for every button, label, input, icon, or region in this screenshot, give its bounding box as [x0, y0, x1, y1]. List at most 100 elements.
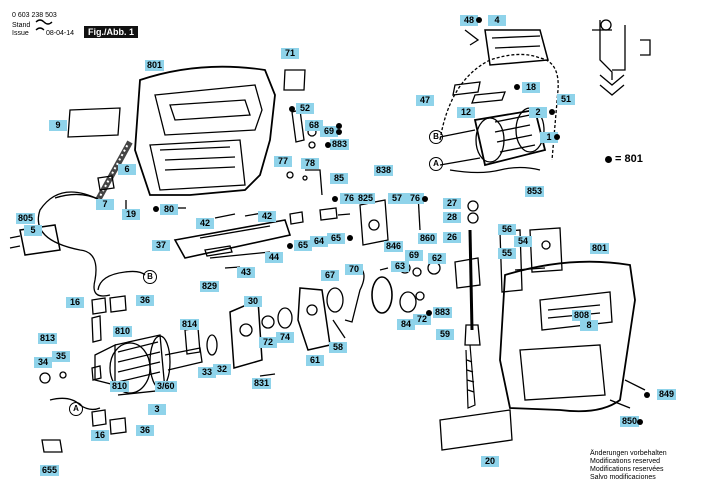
modification-notes: Änderungen vorbehalten Modifications res…	[590, 450, 667, 481]
part-label: 849	[657, 389, 677, 400]
part-label: 44	[265, 252, 283, 263]
legend-text: = 801	[615, 153, 643, 165]
legend: = 801	[605, 153, 643, 165]
marker-dot	[549, 109, 555, 115]
issue-label: Issue	[12, 30, 29, 37]
callout-b-top: B	[429, 130, 443, 144]
part-label: 831	[252, 378, 272, 389]
part-label: 814	[180, 319, 200, 330]
part-label: 36	[136, 295, 154, 306]
part-label: 54	[514, 236, 532, 247]
part-label: 27	[443, 198, 461, 209]
part-label: 67	[321, 270, 339, 281]
part-label: 43	[237, 267, 255, 278]
part-label: 42	[258, 211, 276, 222]
part-label: 37	[152, 240, 170, 251]
marker-dot	[637, 419, 643, 425]
part-label: 84	[397, 319, 415, 330]
part-label: 810	[110, 381, 130, 392]
part-label: 68	[305, 120, 323, 131]
part-label: 7	[96, 199, 114, 210]
marker-dot	[325, 142, 331, 148]
part-label: 20	[481, 456, 499, 467]
stand-label: Stand	[12, 22, 31, 29]
part-label: 4	[488, 15, 506, 26]
part-label: 74	[276, 332, 294, 343]
part-label: 2	[529, 107, 547, 118]
part-label: 42	[196, 218, 214, 229]
part-label: 71	[281, 48, 299, 59]
marker-dot	[153, 206, 159, 212]
marker-dot	[289, 106, 295, 112]
marker-dot	[332, 196, 338, 202]
marker-dot	[554, 134, 560, 140]
part-label: 883	[433, 307, 453, 318]
part-label: 72	[259, 337, 277, 348]
part-label: 26	[443, 232, 461, 243]
part-label: 16	[91, 430, 109, 441]
part-label: 76	[406, 193, 424, 204]
part-label: 36	[136, 425, 154, 436]
part-label: 57	[388, 193, 406, 204]
part-label: 3/60	[155, 381, 177, 392]
part-label: 47	[416, 95, 434, 106]
marker-dot	[287, 243, 293, 249]
marker-dot	[644, 392, 650, 398]
callout-a-left: A	[69, 402, 83, 416]
part-label: 3	[148, 404, 166, 415]
part-label: 51	[557, 94, 575, 105]
part-label: 65	[294, 240, 312, 251]
part-label: 78	[301, 158, 319, 169]
part-label: 34	[34, 357, 52, 368]
marker-dot	[514, 84, 520, 90]
part-label: 33	[198, 367, 216, 378]
part-label: 813	[38, 333, 58, 344]
part-label: 56	[498, 224, 516, 235]
part-label: 72	[413, 314, 431, 325]
part-label: 32	[213, 364, 231, 375]
part-label: 850	[620, 416, 640, 427]
part-label: 18	[522, 82, 540, 93]
part-label: 28	[443, 212, 461, 223]
part-label: 838	[374, 165, 394, 176]
part-label: 61	[306, 355, 324, 366]
part-label: 80	[160, 204, 178, 215]
figure-label: Fig./Abb. 1	[84, 26, 138, 38]
marker-dot	[426, 310, 432, 316]
part-label: 70	[345, 264, 363, 275]
part-label: 655	[40, 465, 60, 476]
legend-dot-icon	[605, 155, 612, 163]
part-label: 801	[590, 243, 610, 254]
marker-dot	[336, 129, 342, 135]
part-label: 35	[52, 351, 70, 362]
issue-date: 08-04-14	[46, 30, 75, 37]
doc-number: 0 603 238 503	[12, 12, 57, 19]
callout-b-left: B	[143, 270, 157, 284]
part-label: 69	[320, 126, 338, 137]
part-label: 810	[113, 326, 133, 337]
part-label: 63	[391, 261, 409, 272]
part-label: 6	[118, 164, 136, 175]
part-label: 846	[384, 241, 404, 252]
part-label: 829	[200, 281, 220, 292]
part-label: 76	[340, 193, 358, 204]
marker-dot	[336, 123, 342, 129]
part-label: 801	[145, 60, 165, 71]
part-label: 808	[572, 310, 592, 321]
part-label: 85	[330, 173, 348, 184]
marker-dot	[476, 17, 482, 23]
part-label: 48	[460, 15, 478, 26]
part-label: 883	[330, 139, 350, 150]
part-label: 853	[525, 186, 545, 197]
part-label: 52	[296, 103, 314, 114]
part-label: 64	[310, 236, 328, 247]
marker-dot	[422, 196, 428, 202]
part-label: 59	[436, 329, 454, 340]
part-label: 58	[329, 342, 347, 353]
part-label: 69	[405, 250, 423, 261]
part-label: 5	[24, 225, 42, 236]
part-label: 8	[580, 320, 598, 331]
part-label: 1	[540, 132, 558, 143]
callout-a-top: A	[429, 157, 443, 171]
